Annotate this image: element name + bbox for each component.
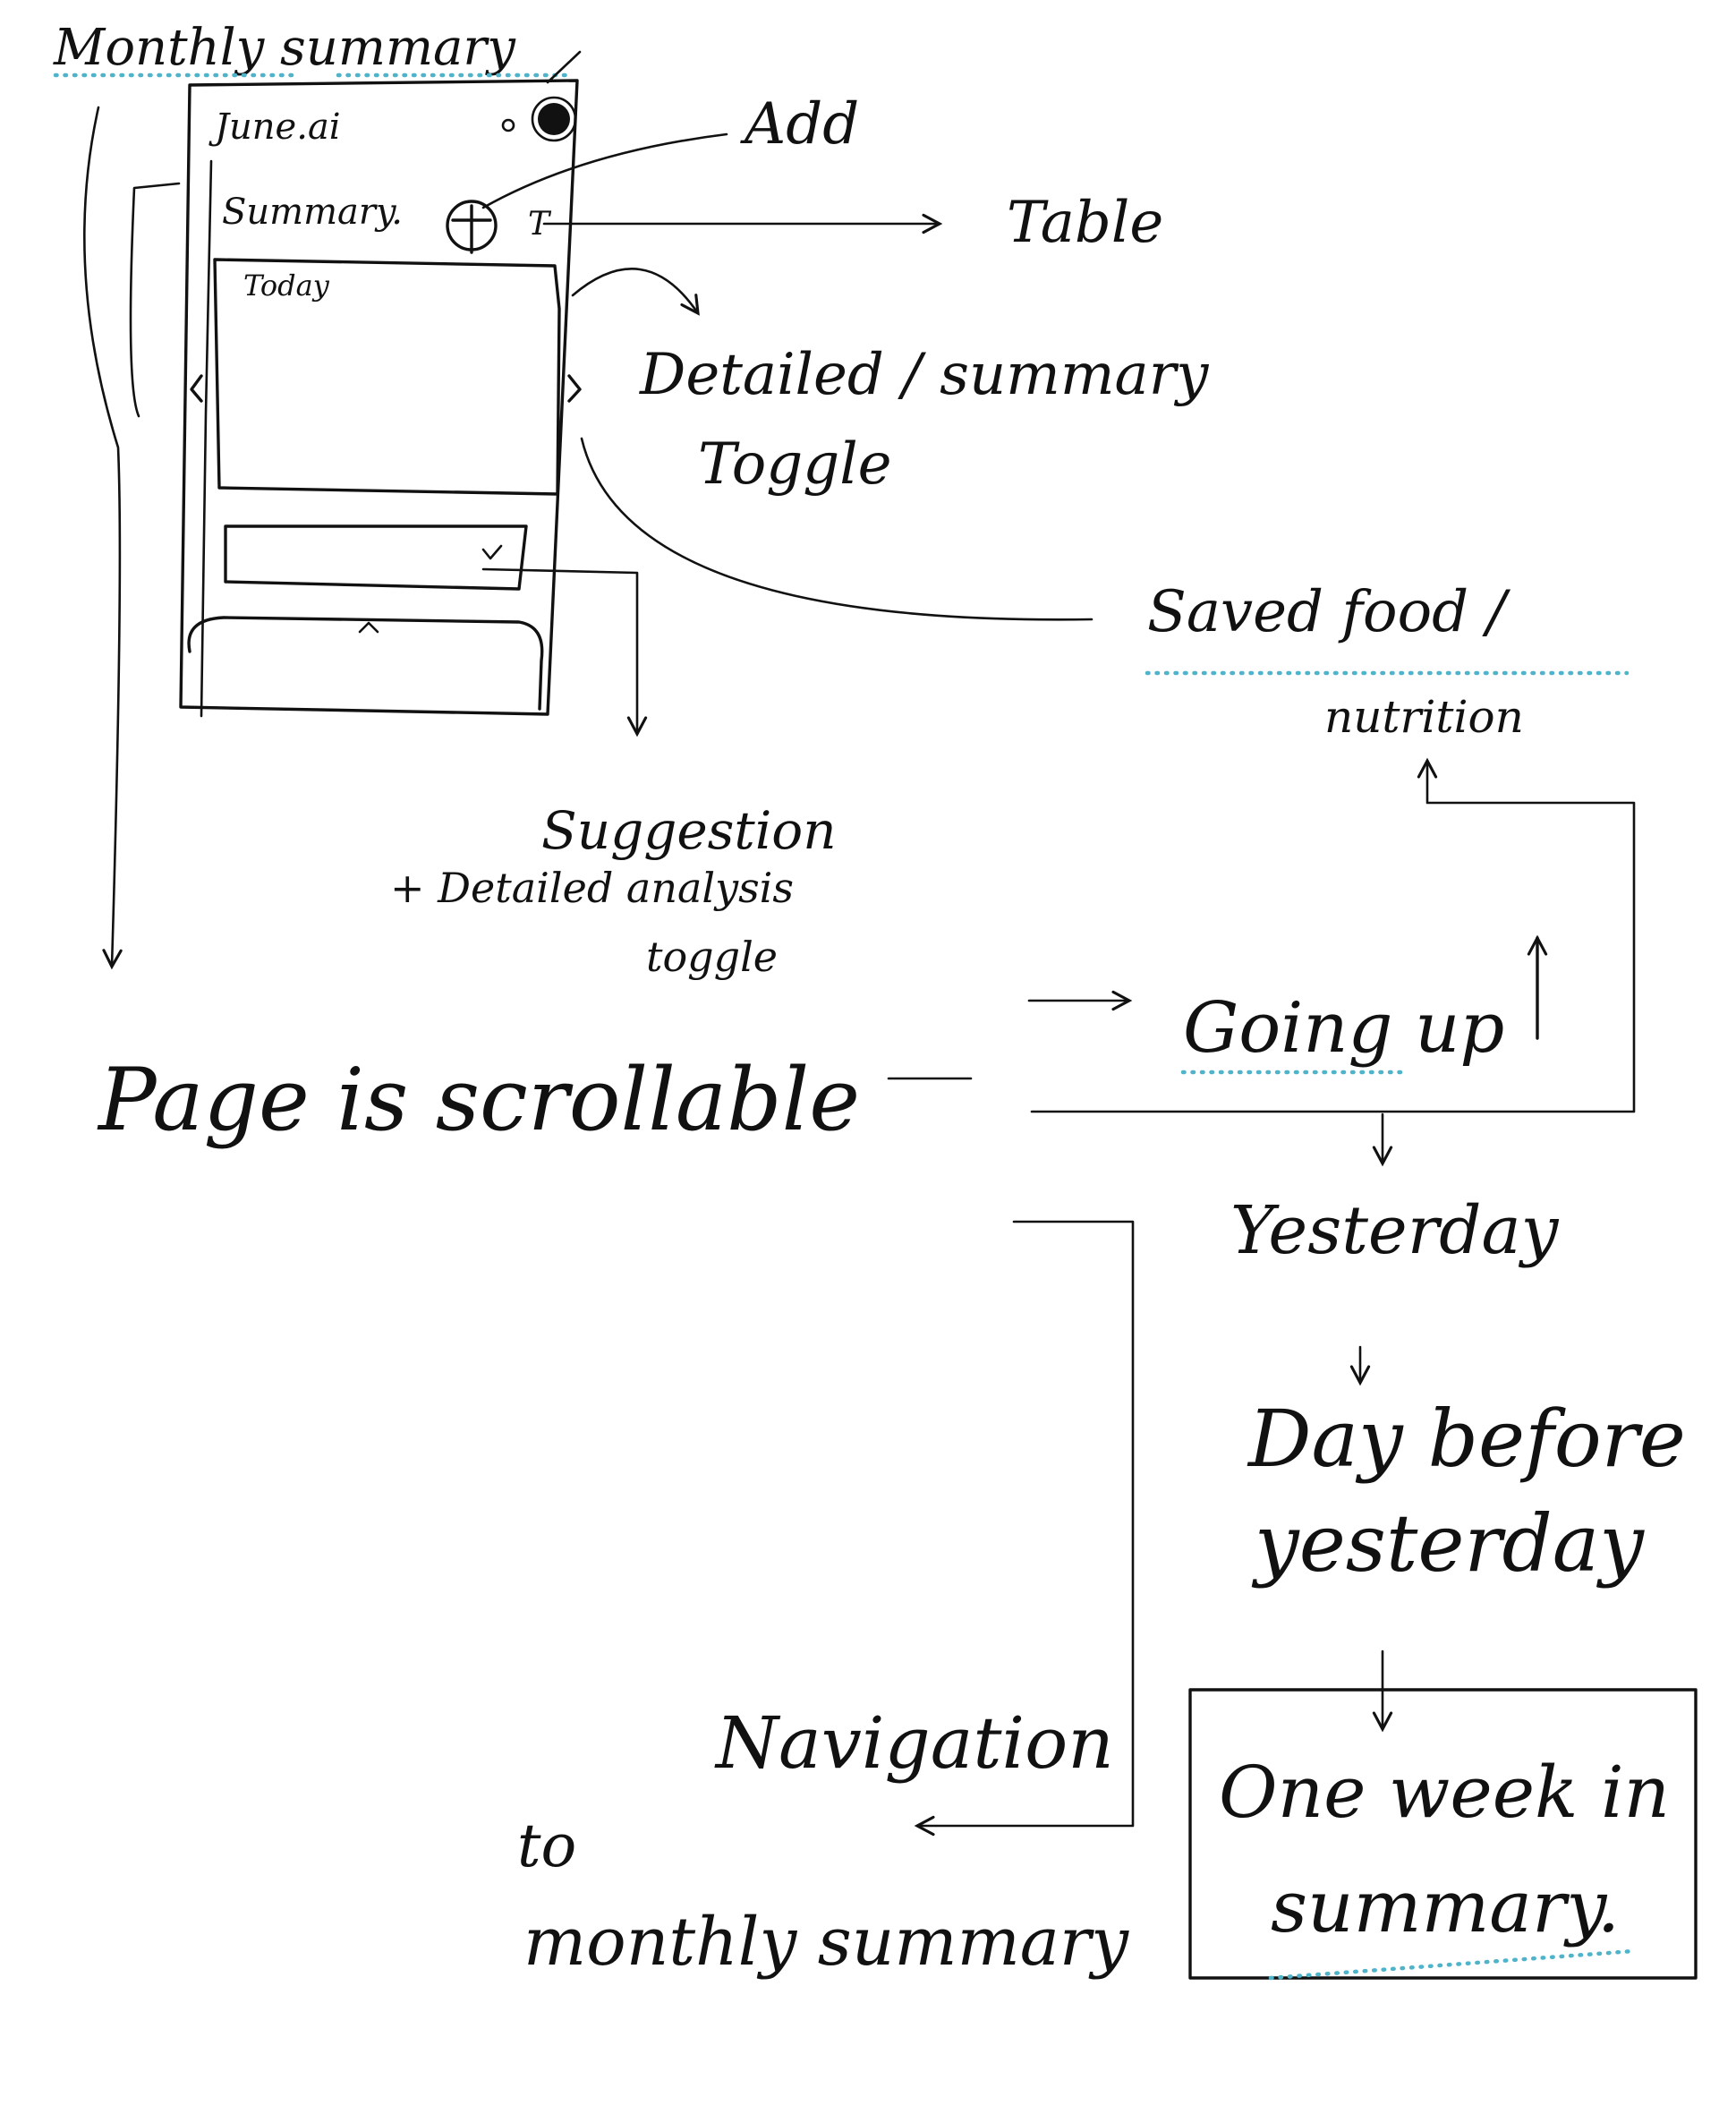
summary-annotation: summary. bbox=[1271, 1865, 1620, 1948]
table-annotation: Table bbox=[1007, 190, 1163, 256]
day-before-annotation: Day before bbox=[1247, 1393, 1686, 1485]
today-card-title: Today bbox=[243, 269, 330, 303]
add-icon[interactable] bbox=[446, 200, 498, 254]
toggle-annotation: Toggle bbox=[698, 431, 892, 498]
navigation-arrow bbox=[914, 1220, 1135, 1837]
phone-wireframe: June.ai Summary. T Today bbox=[179, 79, 582, 718]
saved-food-connector bbox=[580, 437, 1094, 621]
yesterday-annotation: Yesterday bbox=[1230, 1192, 1560, 1269]
suggestion-toggle-annotation: toggle bbox=[646, 933, 778, 981]
app-header-text: June.ai bbox=[208, 107, 341, 148]
title-underline-hook bbox=[546, 50, 582, 84]
suggestion-box bbox=[224, 524, 528, 591]
detailed-summary-annotation: Detailed / summary bbox=[639, 342, 1209, 408]
phone-frame bbox=[179, 79, 579, 716]
summary-highlight bbox=[1268, 1948, 1636, 1981]
suggestion-annotation: Suggestion bbox=[541, 800, 837, 861]
today-card bbox=[213, 258, 561, 496]
going-up-annotation: Going up bbox=[1183, 988, 1504, 1069]
chevron-right-icon[interactable] bbox=[567, 374, 582, 403]
phone-inner-edge bbox=[200, 159, 213, 718]
page-scrollable-annotation: Page is scrollable bbox=[97, 1050, 860, 1150]
navigation-annotation: Navigation bbox=[714, 1701, 1114, 1785]
detailed-analysis-annotation: + Detailed analysis bbox=[390, 864, 794, 912]
bracket-left bbox=[129, 182, 181, 418]
page-title: Monthly summary bbox=[53, 19, 516, 77]
chevron-up-icon[interactable] bbox=[358, 621, 379, 634]
add-connector bbox=[481, 132, 728, 209]
chevron-left-icon[interactable] bbox=[190, 374, 203, 403]
one-week-box bbox=[1188, 1688, 1698, 1980]
suggestion-arrow bbox=[481, 567, 648, 737]
summary-label: Summary. bbox=[222, 192, 403, 233]
profile-icon[interactable] bbox=[538, 103, 570, 135]
going-up-loop bbox=[1030, 757, 1636, 1113]
bottom-sheet bbox=[187, 616, 544, 711]
add-annotation: Add bbox=[740, 91, 859, 158]
yesterday-line-annotation: yesterday bbox=[1251, 1497, 1645, 1590]
profile-icon-ring bbox=[531, 96, 577, 142]
toggle-arrow bbox=[571, 268, 700, 316]
saved-food-annotation: Saved food / bbox=[1147, 579, 1510, 645]
nutrition-annotation: nutrition bbox=[1324, 691, 1524, 743]
to-annotation: to bbox=[517, 1811, 576, 1880]
status-dot-icon bbox=[501, 118, 515, 132]
scroll-arrow bbox=[83, 106, 123, 970]
chevron-down-icon[interactable] bbox=[481, 544, 503, 560]
monthly-summary-annotation: monthly summary bbox=[523, 1904, 1129, 1981]
one-week-annotation: One week in bbox=[1219, 1751, 1670, 1834]
